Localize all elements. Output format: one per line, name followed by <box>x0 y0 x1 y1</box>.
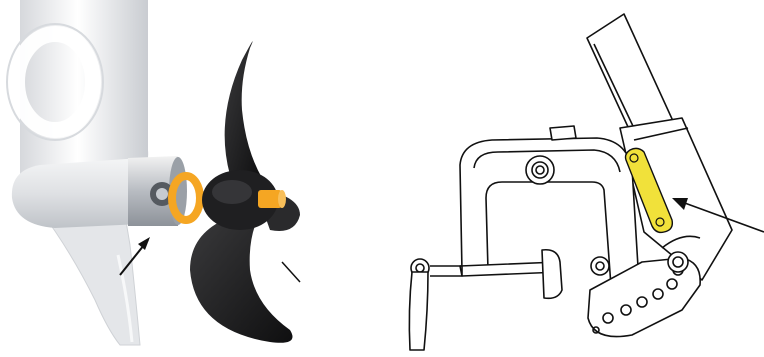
clamp-pad <box>542 250 562 299</box>
clamp-bracket-illustration <box>382 0 764 357</box>
propeller-assembly-illustration <box>0 0 382 357</box>
plate-screw-top <box>630 154 638 162</box>
motor-pod <box>12 158 140 228</box>
propeller-blade-bottom <box>190 215 293 343</box>
bolt-top <box>526 156 554 184</box>
propeller-assembly-icon <box>0 0 382 357</box>
plate-screw-bottom <box>656 218 664 226</box>
propeller-blade-top <box>225 41 262 178</box>
skeg-fin <box>40 210 140 345</box>
arrow-head <box>138 237 150 250</box>
bolt-lower-right <box>668 252 688 272</box>
transom-clamp-bracket-icon <box>382 0 764 357</box>
clamp-handle <box>409 272 428 350</box>
bolt-lower-left <box>591 257 609 275</box>
